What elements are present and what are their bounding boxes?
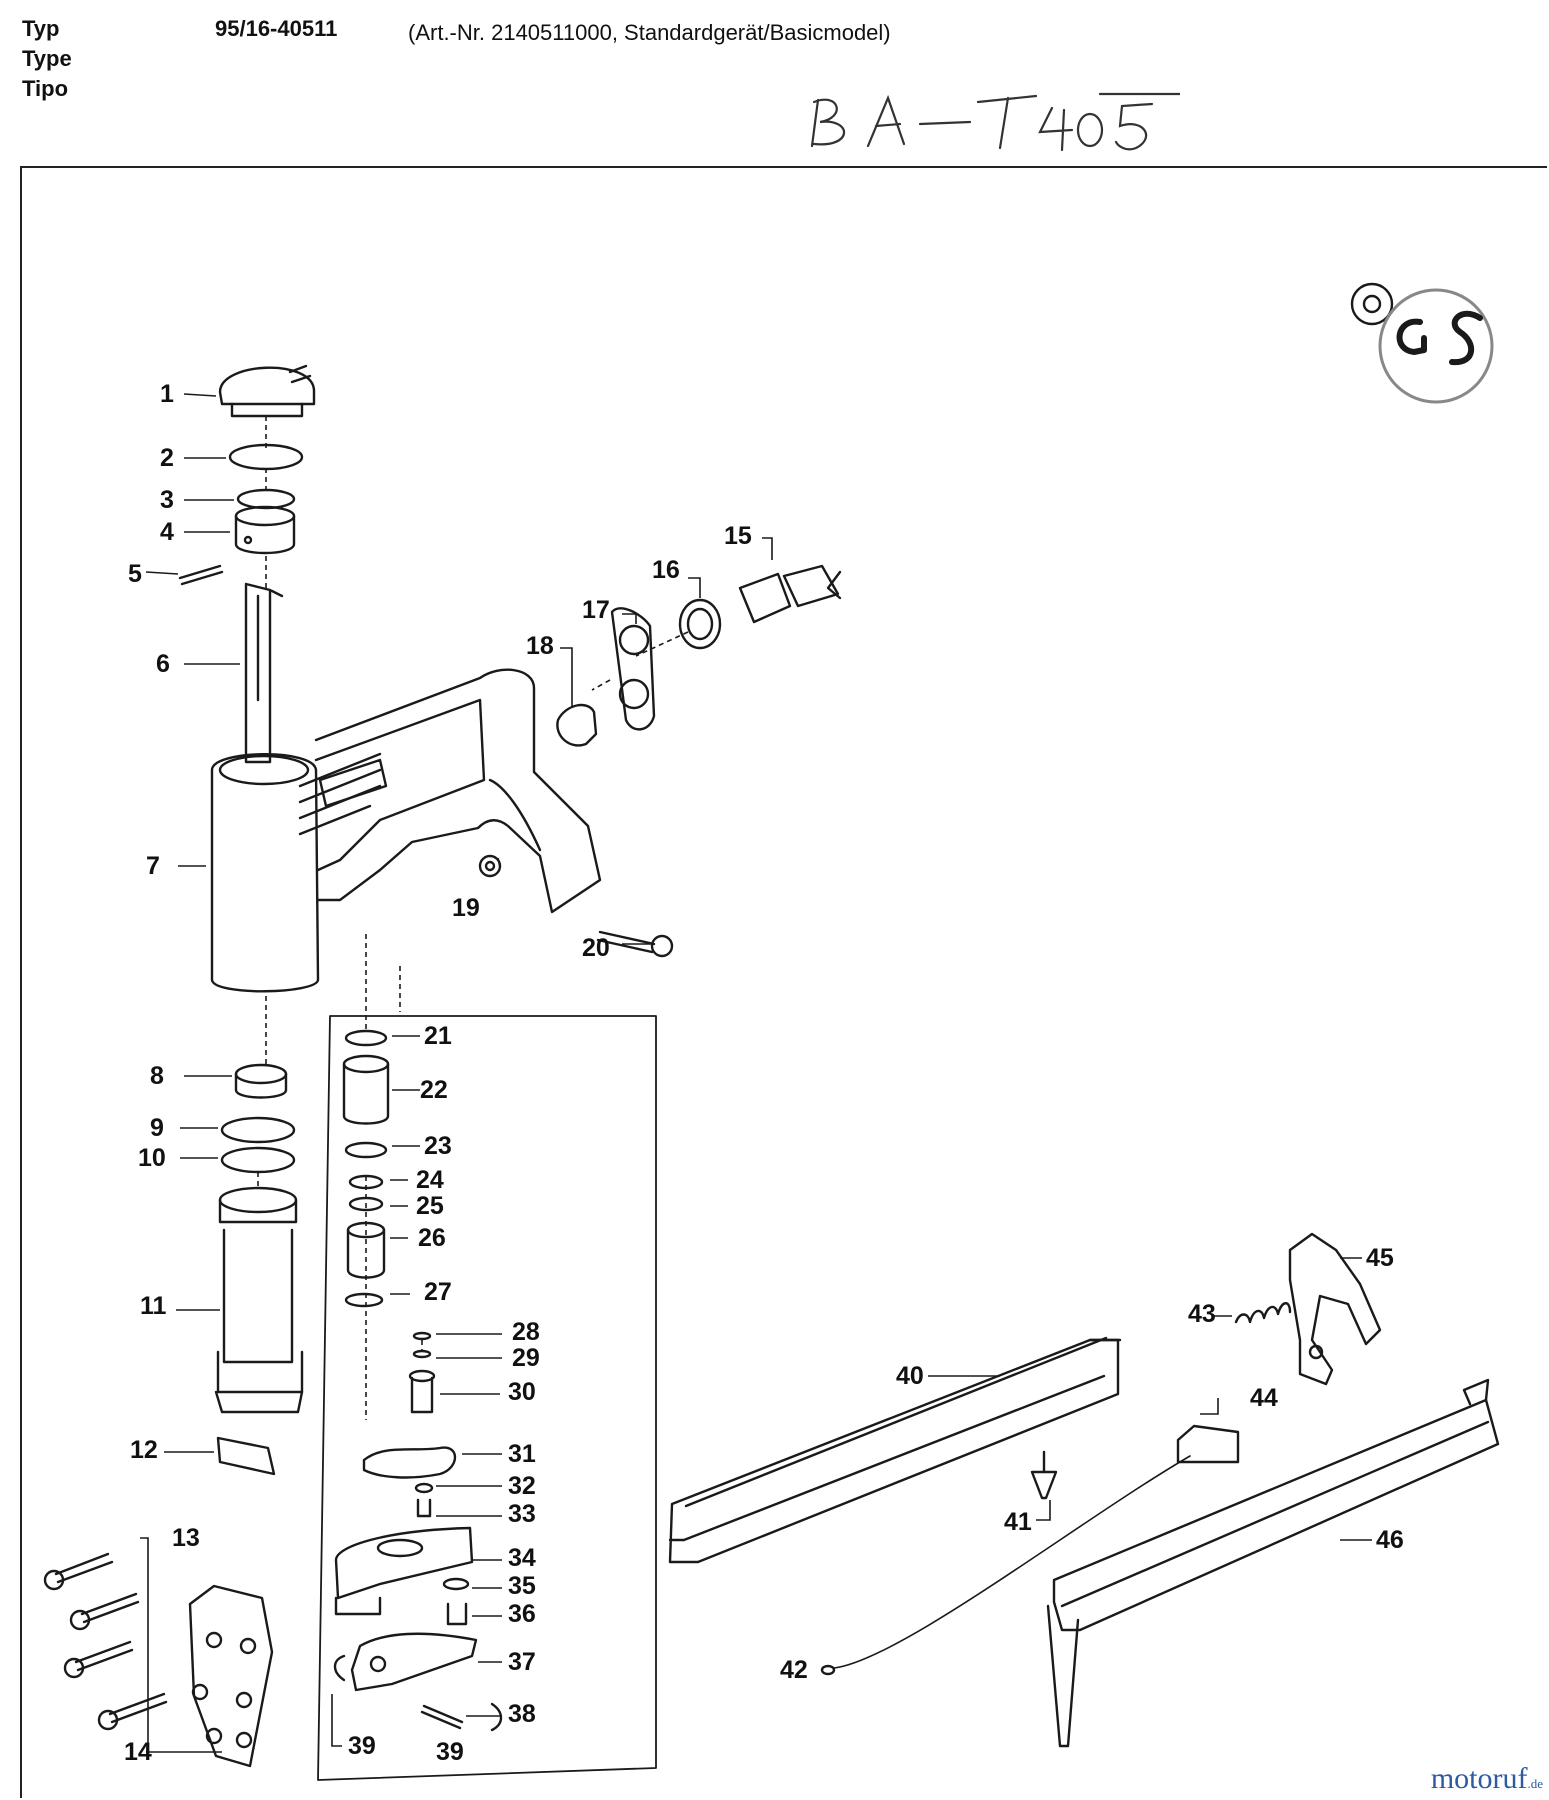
part-label-23: 23 bbox=[424, 1132, 452, 1160]
part-label-20: 20 bbox=[582, 934, 610, 962]
part-label-42: 42 bbox=[780, 1656, 808, 1684]
part-label-3: 3 bbox=[160, 486, 174, 514]
part-label-36: 36 bbox=[508, 1600, 536, 1628]
part-label-39-left: 39 bbox=[348, 1732, 376, 1760]
type-label-en: Type bbox=[22, 46, 72, 71]
part-label-6: 6 bbox=[156, 650, 170, 678]
watermark-tld: .de bbox=[1527, 1776, 1543, 1791]
part-label-26: 26 bbox=[418, 1224, 446, 1252]
part-label-17: 17 bbox=[582, 596, 610, 624]
part-label-37: 37 bbox=[508, 1648, 536, 1676]
part-label-38: 38 bbox=[508, 1700, 536, 1728]
part-label-34: 34 bbox=[508, 1544, 536, 1572]
part-label-1: 1 bbox=[160, 380, 174, 408]
part-label-24: 24 bbox=[416, 1166, 444, 1194]
part-label-5: 5 bbox=[128, 560, 142, 588]
part-label-21: 21 bbox=[424, 1022, 452, 1050]
part-label-32: 32 bbox=[508, 1472, 536, 1500]
model-number: 95/16-40511 bbox=[215, 16, 338, 41]
part-label-40: 40 bbox=[896, 1362, 924, 1390]
watermark-main: motoruf bbox=[1430, 1762, 1528, 1795]
part-label-29: 29 bbox=[512, 1344, 540, 1372]
part-label-31: 31 bbox=[508, 1440, 536, 1468]
part-label-22: 22 bbox=[420, 1076, 448, 1104]
part-label-4: 4 bbox=[160, 518, 174, 546]
handwritten-model-label bbox=[810, 92, 1180, 152]
part-label-13: 13 bbox=[172, 1524, 200, 1552]
part-label-43: 43 bbox=[1188, 1300, 1216, 1328]
part-label-28: 28 bbox=[512, 1318, 540, 1346]
part-label-14: 14 bbox=[124, 1738, 152, 1766]
part-label-46: 46 bbox=[1376, 1526, 1404, 1554]
part-label-8: 8 bbox=[150, 1062, 164, 1090]
part-label-41: 41 bbox=[1004, 1508, 1032, 1536]
part-label-9: 9 bbox=[150, 1114, 164, 1142]
part-label-45: 45 bbox=[1366, 1244, 1394, 1272]
drawing-frame bbox=[20, 166, 1547, 1798]
article-description: (Art.-Nr. 2140511000, Standardgerät/Basi… bbox=[408, 20, 891, 45]
type-label-it: Tipo bbox=[22, 76, 69, 101]
part-label-35: 35 bbox=[508, 1572, 536, 1600]
part-label-18: 18 bbox=[526, 632, 554, 660]
part-label-16: 16 bbox=[652, 556, 680, 584]
part-label-44: 44 bbox=[1250, 1384, 1278, 1412]
part-label-27: 27 bbox=[424, 1278, 452, 1306]
part-label-30: 30 bbox=[508, 1378, 536, 1406]
part-label-25: 25 bbox=[416, 1192, 444, 1220]
gs-certification-mark bbox=[1350, 282, 1494, 404]
part-label-7: 7 bbox=[146, 852, 160, 880]
motoruf-watermark: motoruf.de bbox=[1431, 1762, 1543, 1796]
part-label-33: 33 bbox=[508, 1500, 536, 1528]
part-label-39-right: 39 bbox=[436, 1738, 464, 1766]
type-label-de: Typ bbox=[22, 16, 60, 41]
part-label-12: 12 bbox=[130, 1436, 158, 1464]
part-label-2: 2 bbox=[160, 444, 174, 472]
part-label-15: 15 bbox=[724, 522, 752, 550]
part-label-10: 10 bbox=[138, 1144, 166, 1172]
part-label-19: 19 bbox=[452, 894, 480, 922]
part-label-11: 11 bbox=[140, 1292, 167, 1320]
